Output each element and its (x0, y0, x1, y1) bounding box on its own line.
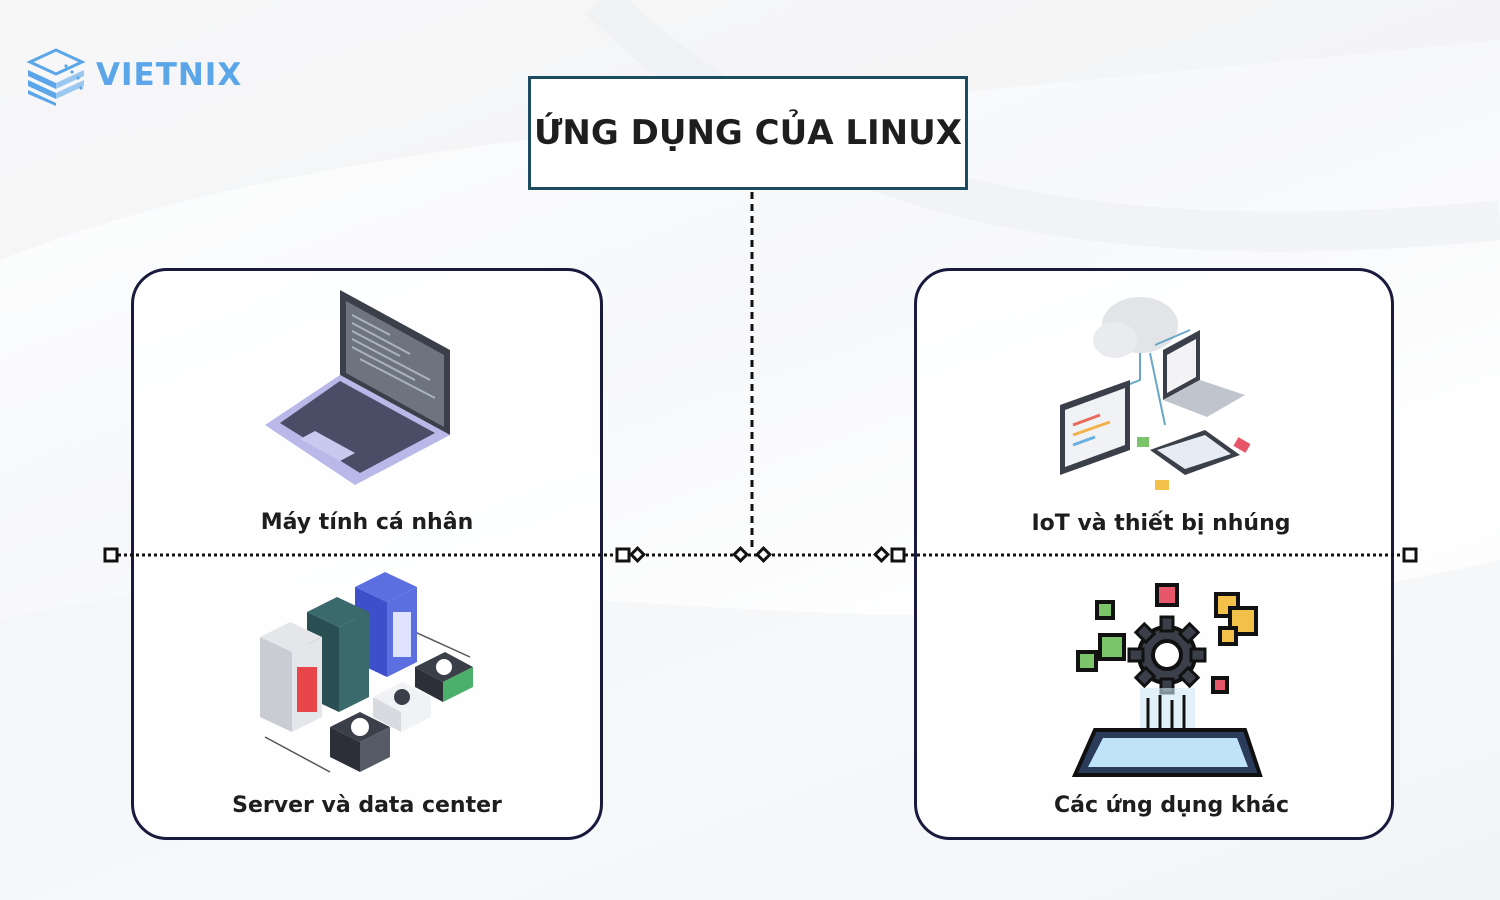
title-box: ỨNG DỤNG CỦA LINUX (528, 76, 968, 190)
square-node (1402, 547, 1418, 563)
vietnix-logo: VIETNIX (26, 44, 242, 106)
item-label: Máy tính cá nhân (260, 510, 474, 535)
server-rack-icon (260, 572, 473, 773)
gear-apps-icon (1071, 583, 1263, 777)
page-title: ỨNG DỤNG CỦA LINUX (534, 113, 962, 153)
item-label: Server và data center (232, 793, 502, 818)
diamond-node (629, 546, 646, 563)
item-label: IoT và thiết bị nhúng (1031, 511, 1291, 536)
square-node (615, 547, 631, 563)
diamond-node (873, 546, 890, 563)
square-node (103, 547, 119, 563)
laptop-icon (265, 290, 450, 485)
stacked-layers-logo-icon (26, 48, 86, 106)
iot-devices-icon (1060, 297, 1251, 490)
diamond-node (755, 546, 772, 563)
square-node (890, 547, 906, 563)
brand-name: VIETNIX (96, 57, 243, 93)
diamond-node (732, 546, 749, 563)
item-label: Các ứng dụng khác (1053, 793, 1290, 818)
